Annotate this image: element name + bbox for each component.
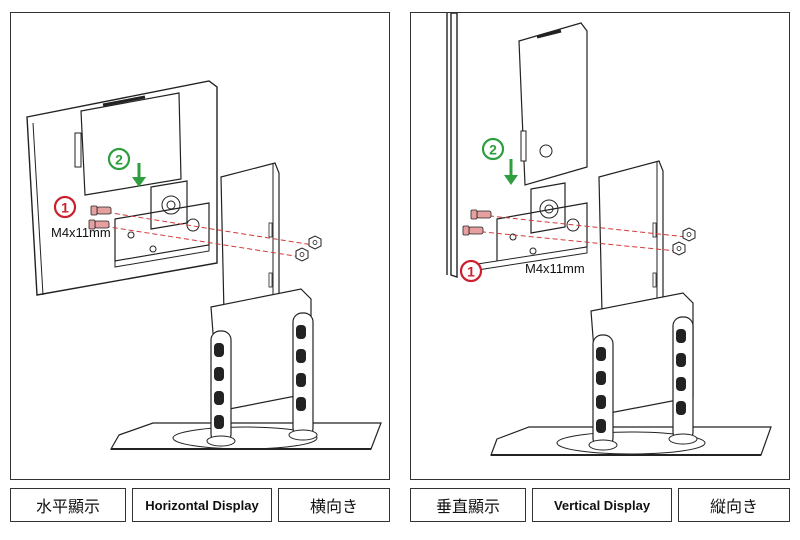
screw-icon [462, 225, 484, 236]
monitor [450, 13, 458, 278]
label-text: Vertical Display [553, 497, 651, 513]
vertical-label-jp2: 縦向き [678, 488, 790, 522]
device-back [80, 92, 182, 196]
step-2-marker: 2 [481, 137, 505, 161]
screw-size-label: M4x11mm [51, 225, 111, 240]
step-2-marker: 2 [107, 147, 131, 171]
step-1-number: 1 [61, 200, 69, 216]
vertical-assembly-drawing: 2 1 M4x11mm [446, 13, 772, 456]
label-text: 縦向き [709, 497, 758, 516]
step-1-marker: 1 [53, 195, 77, 219]
screw-icon [88, 219, 110, 230]
vertical-label-jp: 垂直顯示 [410, 488, 526, 522]
vertical-display-illustration: 2 1 M4x11mm [410, 12, 790, 480]
horizontal-label-en: Horizontal Display [132, 488, 272, 522]
vertical-label-en: Vertical Display [532, 488, 672, 522]
label-text: 水平顯示 [35, 497, 100, 516]
horizontal-label-jp2: 横向き [278, 488, 390, 522]
device-back [518, 22, 588, 186]
step-2-number: 2 [489, 142, 497, 158]
horizontal-label-jp: 水平顯示 [10, 488, 126, 522]
horizontal-display-illustration: 2 1 M4x11mm [10, 12, 390, 480]
screw-icon [90, 205, 112, 216]
horizontal-assembly-drawing: 2 1 M4x11mm [26, 80, 382, 450]
label-text: 横向き [309, 497, 358, 516]
screw-size-label: M4x11mm [525, 261, 585, 276]
label-text: Horizontal Display [145, 497, 259, 513]
step-1-number: 1 [467, 264, 475, 280]
step-2-number: 2 [115, 152, 123, 168]
step-1-marker: 1 [459, 259, 483, 283]
label-text: 垂直顯示 [435, 497, 500, 516]
screw-icon [470, 209, 492, 220]
